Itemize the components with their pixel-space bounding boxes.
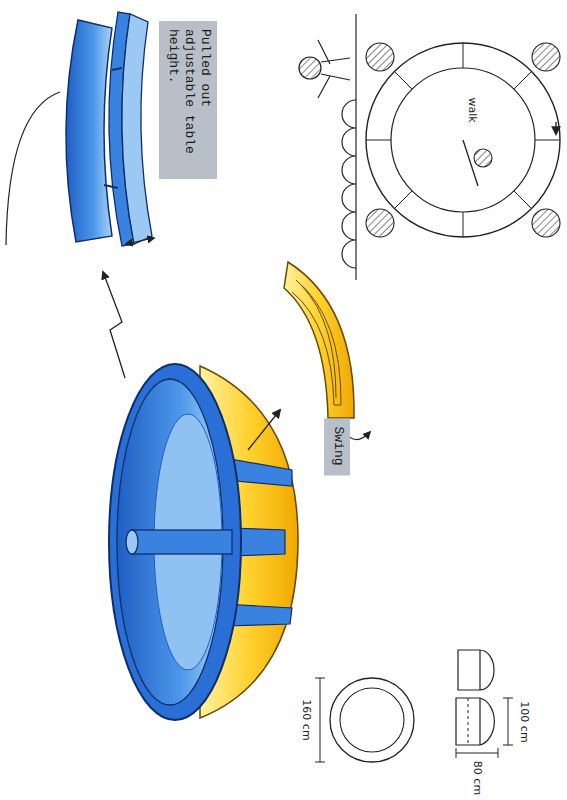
motion-arrow xyxy=(126,238,154,244)
dimension-label: 160 cm xyxy=(300,697,313,742)
plan-person xyxy=(474,149,492,167)
dimension-label: 80 cm xyxy=(471,759,484,797)
note-band: Pulled out adjustable table height. xyxy=(159,21,217,179)
table-panel xyxy=(66,20,112,242)
dimension-label: 100 cm xyxy=(518,699,531,744)
plan-person xyxy=(366,43,394,71)
plan-person xyxy=(366,209,394,237)
ring-segments xyxy=(366,43,560,237)
action-label: walk xyxy=(466,95,479,124)
side-profile xyxy=(458,650,494,690)
zigzag-arrow xyxy=(103,272,125,378)
bracket xyxy=(112,68,122,70)
top-view-inner xyxy=(340,688,404,752)
note-band: Swing xyxy=(324,419,350,476)
person-head xyxy=(299,57,321,79)
dimension-line xyxy=(315,678,325,762)
bowl-rim xyxy=(109,364,241,720)
hidden-line xyxy=(468,698,469,745)
bracket xyxy=(104,185,118,188)
swing-piece xyxy=(284,262,354,418)
note-text: Swing xyxy=(330,427,346,468)
person-body xyxy=(318,40,350,98)
dimension-line xyxy=(503,698,513,745)
plan-ring xyxy=(366,43,560,237)
plan-person xyxy=(532,209,560,237)
top-view-outer xyxy=(330,678,414,762)
side-profile xyxy=(456,698,494,745)
seat-bumps xyxy=(342,100,356,268)
part-arrow xyxy=(248,410,280,450)
swing-detail xyxy=(302,286,336,398)
seat-outline xyxy=(6,92,60,245)
post-cap xyxy=(126,530,138,554)
table-rail xyxy=(122,14,152,244)
swing-detail xyxy=(292,280,341,405)
plan-inner xyxy=(391,68,535,212)
dimension-line xyxy=(456,748,498,758)
plan-person xyxy=(532,43,560,71)
entry-arrow xyxy=(555,122,556,134)
note-text: Pulled out adjustable table height. xyxy=(165,29,213,169)
center-post xyxy=(132,530,232,554)
